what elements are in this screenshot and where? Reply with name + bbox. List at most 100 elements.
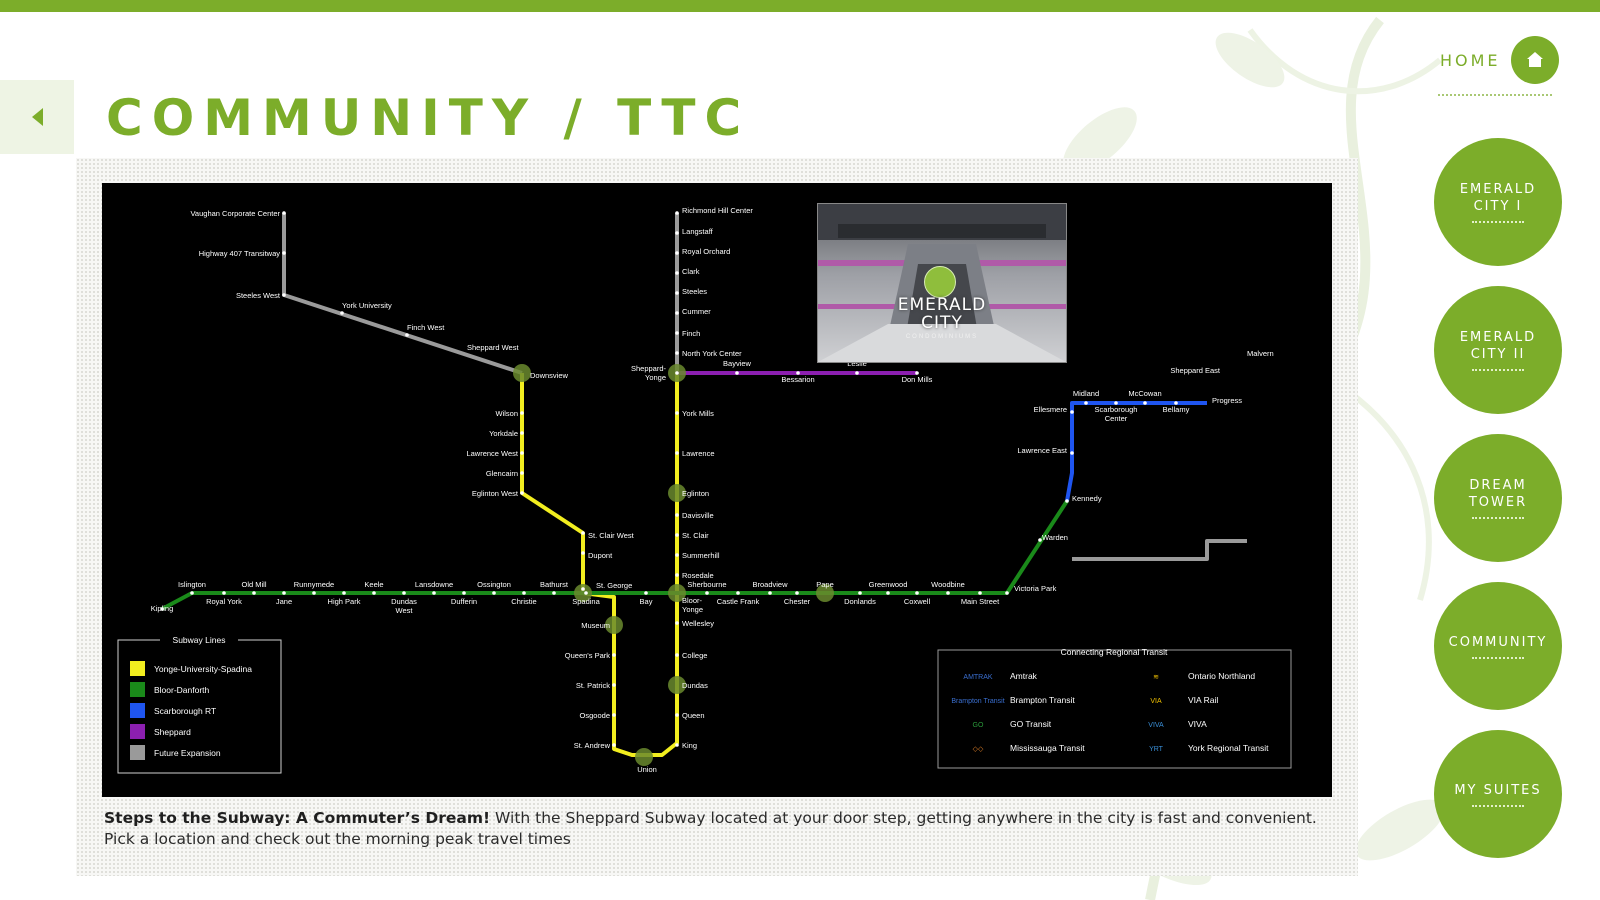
regional-label[interactable]: Brampton Transit [1010,695,1075,705]
station-label[interactable]: Bellamy [1163,405,1190,414]
back-button[interactable] [0,80,74,154]
station-dot[interactable] [1070,410,1074,414]
station-dot[interactable] [282,211,286,215]
station-label[interactable]: Bayview [723,359,752,368]
go-transit-logo[interactable]: GO [973,722,984,729]
station-label[interactable]: Midland [1073,389,1099,398]
station-dot[interactable] [1070,451,1074,455]
station-dot[interactable] [768,591,772,595]
brampton-transit-logo[interactable]: Brampton Transit [951,698,1004,705]
interchange-marker[interactable] [574,584,592,602]
interchange-marker[interactable] [668,584,686,602]
station-dot[interactable] [282,251,286,255]
viva-logo[interactable]: VIVA [1148,722,1164,729]
station-label[interactable]: Finch [682,329,700,338]
station-label[interactable]: Castle Frank [717,597,760,606]
station-label[interactable]: Warden [1042,533,1068,542]
station-dot[interactable] [612,653,616,657]
station-label[interactable]: Glencairn [486,469,518,478]
station-dot[interactable] [675,211,679,215]
station-label[interactable]: Bathurst [540,580,569,589]
station-label[interactable]: Spadina [572,597,600,606]
station-label[interactable]: Sherbourne [687,580,726,589]
legend-label[interactable]: Future Expansion [154,748,221,758]
mississauga-transit-logo[interactable]: ◇◇ [973,746,984,753]
station-dot[interactable] [675,311,679,315]
station-label[interactable]: Broadview [752,580,788,589]
station-dot[interactable] [402,591,406,595]
station-dot[interactable] [855,371,859,375]
station-dot[interactable] [372,591,376,595]
via-rail-logo[interactable]: VIA [1150,698,1162,705]
station-dot[interactable] [520,471,524,475]
regional-label[interactable]: Amtrak [1010,671,1038,681]
station-dot[interactable] [675,653,679,657]
station-dot[interactable] [675,231,679,235]
station-dot[interactable] [581,587,585,591]
station-label[interactable]: Coxwell [904,597,931,606]
station-label[interactable]: St. Clair West [588,531,635,540]
station-label[interactable]: Chester [784,597,811,606]
station-dot[interactable] [915,591,919,595]
station-label[interactable]: Sheppard-Yonge [631,364,667,382]
station-dot[interactable] [340,311,344,315]
station-dot[interactable] [675,553,679,557]
station-label[interactable]: Ossington [477,580,511,589]
station-label[interactable]: Christie [511,597,536,606]
station-dot[interactable] [1174,401,1178,405]
interchange-marker[interactable] [668,676,686,694]
station-dot[interactable] [675,411,679,415]
regional-label[interactable]: York Regional Transit [1188,743,1269,753]
regional-title[interactable]: Connecting Regional Transit [1061,647,1168,657]
station-label[interactable]: Lawrence East [1017,446,1068,455]
station-dot[interactable] [675,291,679,295]
interchange-marker[interactable] [635,748,653,766]
station-label[interactable]: Don Mills [902,375,933,384]
station-label[interactable]: Bay [640,597,653,606]
station-label[interactable]: North York Center [682,349,742,358]
station-label[interactable]: Bloor-Yonge [682,596,703,614]
station-label[interactable]: St. George [596,581,632,590]
legend-label[interactable]: Yonge-University-Spadina [154,664,252,674]
station-label[interactable]: Malvern [1247,349,1274,358]
amtrak-logo[interactable]: AMTRAK [963,674,993,681]
interchange-marker[interactable] [513,364,531,382]
station-dot[interactable] [736,591,740,595]
station-label[interactable]: Osgoode [580,711,610,720]
station-dot[interactable] [405,333,409,337]
station-dot[interactable] [432,591,436,595]
station-label[interactable]: Ellesmere [1034,405,1067,414]
station-dot[interactable] [342,591,346,595]
legend-label[interactable]: Sheppard [154,727,191,737]
station-dot[interactable] [675,533,679,537]
station-dot[interactable] [282,293,286,297]
station-dot[interactable] [222,591,226,595]
station-label[interactable]: Bessarion [781,375,814,384]
station-dot[interactable] [520,431,524,435]
station-label[interactable]: Summerhill [682,551,720,560]
station-label[interactable]: Lansdowne [415,580,453,589]
station-label[interactable]: St. Andrew [574,741,611,750]
station-dot[interactable] [612,683,616,687]
station-label[interactable]: High Park [328,597,361,606]
station-dot[interactable] [492,591,496,595]
nav-emerald-city-ii[interactable]: EMERALD CITY II [1434,286,1562,414]
nav-emerald-city-i[interactable]: EMERALD CITY I [1434,138,1562,266]
nav-dream-tower[interactable]: DREAM TOWER [1434,434,1562,562]
station-label[interactable]: Greenwood [869,580,908,589]
york-regional-transit-logo[interactable]: YRT [1149,746,1164,753]
ontario-northland-logo[interactable]: ≋ [1153,674,1159,681]
station-dot[interactable] [252,591,256,595]
station-label[interactable]: Lawrence West [466,449,518,458]
station-dot[interactable] [1005,591,1009,595]
station-dot[interactable] [915,371,919,375]
station-label[interactable]: Islington [178,580,206,589]
home-button[interactable]: HOME [1440,36,1559,84]
station-label[interactable]: Wilson [495,409,518,418]
regional-label[interactable]: GO Transit [1010,719,1052,729]
station-label[interactable]: St. Clair [682,531,709,540]
interchange-marker[interactable] [668,484,686,502]
station-label[interactable]: Dundas [682,681,708,690]
